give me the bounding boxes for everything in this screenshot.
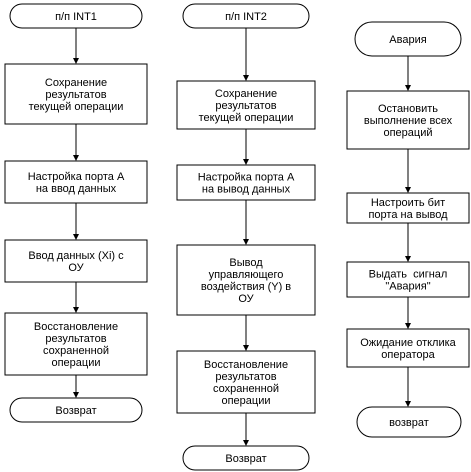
process-rect <box>346 328 470 368</box>
process-label-line: операции <box>221 395 270 407</box>
process-label-line: Ввод данных (Xi) с <box>28 250 124 262</box>
flow-arrow <box>405 56 411 91</box>
start-label: п/п INT1 <box>55 11 97 23</box>
start-terminator: Авария <box>354 21 462 57</box>
flow-arrow <box>73 28 79 64</box>
process-label-line: оператора <box>381 349 435 361</box>
end-label: Возврат <box>225 453 266 465</box>
process-label-line: Вывод <box>229 257 263 269</box>
process-label-line: Настроить бит <box>371 197 445 209</box>
flow-arrow <box>405 297 411 329</box>
terminator-shape <box>9 397 143 423</box>
process-label-line: результатов <box>215 100 276 112</box>
process-label-line: Ожидание отклика <box>360 337 456 349</box>
flow-arrow <box>243 28 249 81</box>
process-label-line: текущей операции <box>29 101 124 113</box>
terminator-shape <box>182 3 310 29</box>
process-block: Восстановлениерезультатовсохраненнойопер… <box>4 312 148 376</box>
process-label-line: Настройка порта А <box>198 172 295 184</box>
flow-arrow <box>243 200 249 245</box>
process-rect <box>4 312 148 376</box>
terminator-shape <box>182 445 310 471</box>
end-terminator: Возврат <box>9 397 143 423</box>
process-block: Восстановлениерезультатовсохраненнойопер… <box>176 350 316 414</box>
process-label-line: результатов <box>45 89 106 101</box>
process-label-line: на ввод данных <box>36 183 117 195</box>
start-terminator: п/п INT1 <box>9 3 143 29</box>
process-rect <box>176 350 316 414</box>
process-label-line: Выдать сигнал <box>369 269 448 281</box>
process-label-line: сохраненной <box>43 345 109 357</box>
process-rect <box>176 164 316 201</box>
process-rect <box>346 90 470 150</box>
flow-arrow <box>405 367 411 407</box>
flow-arrow <box>405 149 411 193</box>
start-label: п/п INT2 <box>225 11 267 23</box>
process-label-line: ОУ <box>238 293 254 305</box>
process-label-line: сохраненной <box>213 383 279 395</box>
process-label-line: воздействия (Y) в <box>201 281 291 293</box>
process-label-line: результатов <box>215 371 276 383</box>
start-terminator: п/п INT2 <box>182 3 310 29</box>
flow-arrow <box>73 124 79 161</box>
process-label-line: на вывод данных <box>202 184 291 196</box>
process-block: Настройка порта Ана ввод данных <box>4 160 148 204</box>
process-label-line: Восстановление <box>204 359 288 371</box>
flow-arrow <box>405 223 411 262</box>
flow-arrow <box>73 375 79 398</box>
process-rect <box>176 80 316 130</box>
process-label-line: результатов <box>45 333 106 345</box>
end-terminator: Возврат <box>182 445 310 471</box>
terminator-shape <box>9 3 143 29</box>
process-rect <box>346 192 470 224</box>
flow-arrow <box>243 129 249 165</box>
process-label-line: Остановить <box>378 103 438 115</box>
process-block: Ввод данных (Xi) сОУ <box>4 239 148 283</box>
process-label-line: операции <box>51 357 100 369</box>
process-label-line: Сохранение <box>45 77 107 89</box>
flow-arrow <box>73 203 79 240</box>
end-label: возврат <box>389 417 429 429</box>
process-label-line: текущей операции <box>199 112 294 124</box>
process-block: Выдать сигнал"Авария" <box>346 261 470 298</box>
process-label-line: Настройка порта А <box>28 171 125 183</box>
end-terminator: возврат <box>356 406 462 438</box>
flow-arrow <box>73 282 79 313</box>
process-rect <box>176 244 316 316</box>
process-label-line: операций <box>383 127 432 139</box>
process-label-line: порта на вывод <box>368 209 448 221</box>
process-label-line: выполнение всех <box>364 115 453 127</box>
terminator-shape <box>356 406 462 438</box>
process-label-line: Восстановление <box>34 321 118 333</box>
flow-arrow <box>243 315 249 351</box>
process-block: Настройка порта Ана вывод данных <box>176 164 316 201</box>
process-label-line: Сохранение <box>215 88 277 100</box>
process-label-line: "Авария" <box>385 281 430 293</box>
process-label-line: управляющего <box>209 269 284 281</box>
flow-arrow <box>243 413 249 446</box>
start-label: Авария <box>389 34 426 46</box>
terminator-shape <box>354 21 462 57</box>
process-rect <box>4 63 148 125</box>
process-rect <box>4 160 148 204</box>
process-rect <box>4 239 148 283</box>
end-label: Возврат <box>55 405 96 417</box>
process-rect <box>346 261 470 298</box>
process-label-line: ОУ <box>68 262 84 274</box>
